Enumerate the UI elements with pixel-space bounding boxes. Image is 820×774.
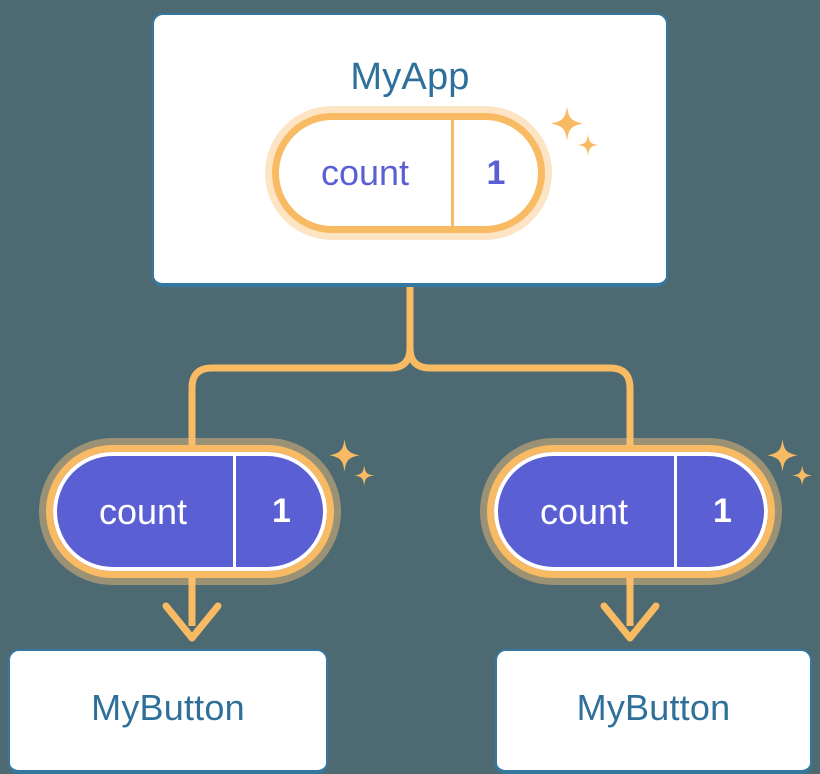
state-value-label: 1 bbox=[674, 452, 768, 571]
arrowhead-right bbox=[600, 602, 660, 642]
state-key-label: count bbox=[98, 490, 188, 532]
state-pill-body: count 1 bbox=[272, 113, 545, 233]
component-card-mybutton-left[interactable]: MyButton bbox=[8, 649, 328, 774]
state-pill-body: count 1 bbox=[46, 445, 334, 578]
arrowhead-left bbox=[162, 602, 222, 642]
component-title: MyButton bbox=[576, 687, 731, 728]
state-pill-child-right[interactable]: count 1 bbox=[487, 445, 775, 578]
state-pill-body: count 1 bbox=[487, 445, 775, 578]
component-title: MyButton bbox=[91, 687, 245, 728]
state-pill-root[interactable]: count 1 bbox=[272, 113, 545, 233]
edge-root-to-children bbox=[188, 283, 414, 451]
state-key-label: count bbox=[539, 490, 629, 532]
page-title: MyApp bbox=[350, 56, 470, 98]
state-value-label: 1 bbox=[233, 452, 327, 571]
state-key-label: count bbox=[320, 152, 410, 193]
state-value-label: 1 bbox=[451, 120, 538, 226]
state-pill-child-left[interactable]: count 1 bbox=[46, 445, 334, 578]
component-card-mybutton-right[interactable]: MyButton bbox=[495, 649, 812, 774]
edge-root-to-children-right bbox=[406, 283, 634, 451]
